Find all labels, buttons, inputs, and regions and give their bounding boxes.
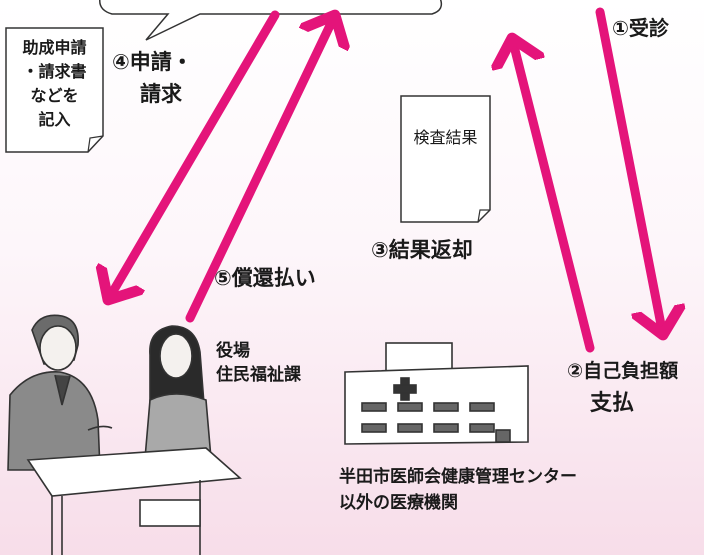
clinic-label-other: 以外の医療機関	[339, 493, 458, 513]
office-meeting-illustration	[7, 314, 242, 555]
arrow-step5-reimbursement	[185, 15, 335, 323]
form-note-text: 助成申請 ・請求書 などを 記入	[6, 36, 103, 132]
step5-label: ⑤償還払い	[214, 266, 316, 290]
step4-label-claim: 請求	[140, 82, 182, 106]
arrow-step2-payment	[512, 38, 595, 353]
step2-label-payment: 支払	[590, 391, 635, 416]
office-label: 役場	[216, 341, 250, 361]
form-note-line: などを	[30, 86, 79, 105]
form-note-line: 助成申請	[22, 38, 87, 57]
form-note-line: 記入	[38, 110, 71, 129]
hospital-icon	[344, 342, 529, 445]
form-note-line: ・請求書	[22, 62, 87, 81]
step2-label: ②自己負担額	[567, 360, 679, 382]
office-department-label: 住民福祉課	[216, 365, 301, 385]
step1-label: ①受診	[612, 16, 669, 40]
results-note-text: 検査結果	[413, 128, 478, 147]
arrow-step4-application	[108, 10, 280, 300]
speech-bubble	[99, 0, 443, 41]
step4-label: ④申請・	[112, 50, 193, 74]
arrow-step1-visit	[595, 7, 663, 335]
form-note-paper	[5, 27, 104, 153]
step3-label: ③結果返却	[371, 238, 473, 262]
results-note-paper	[400, 95, 491, 223]
clinic-label: 半田市医師会健康管理センター	[339, 467, 577, 487]
